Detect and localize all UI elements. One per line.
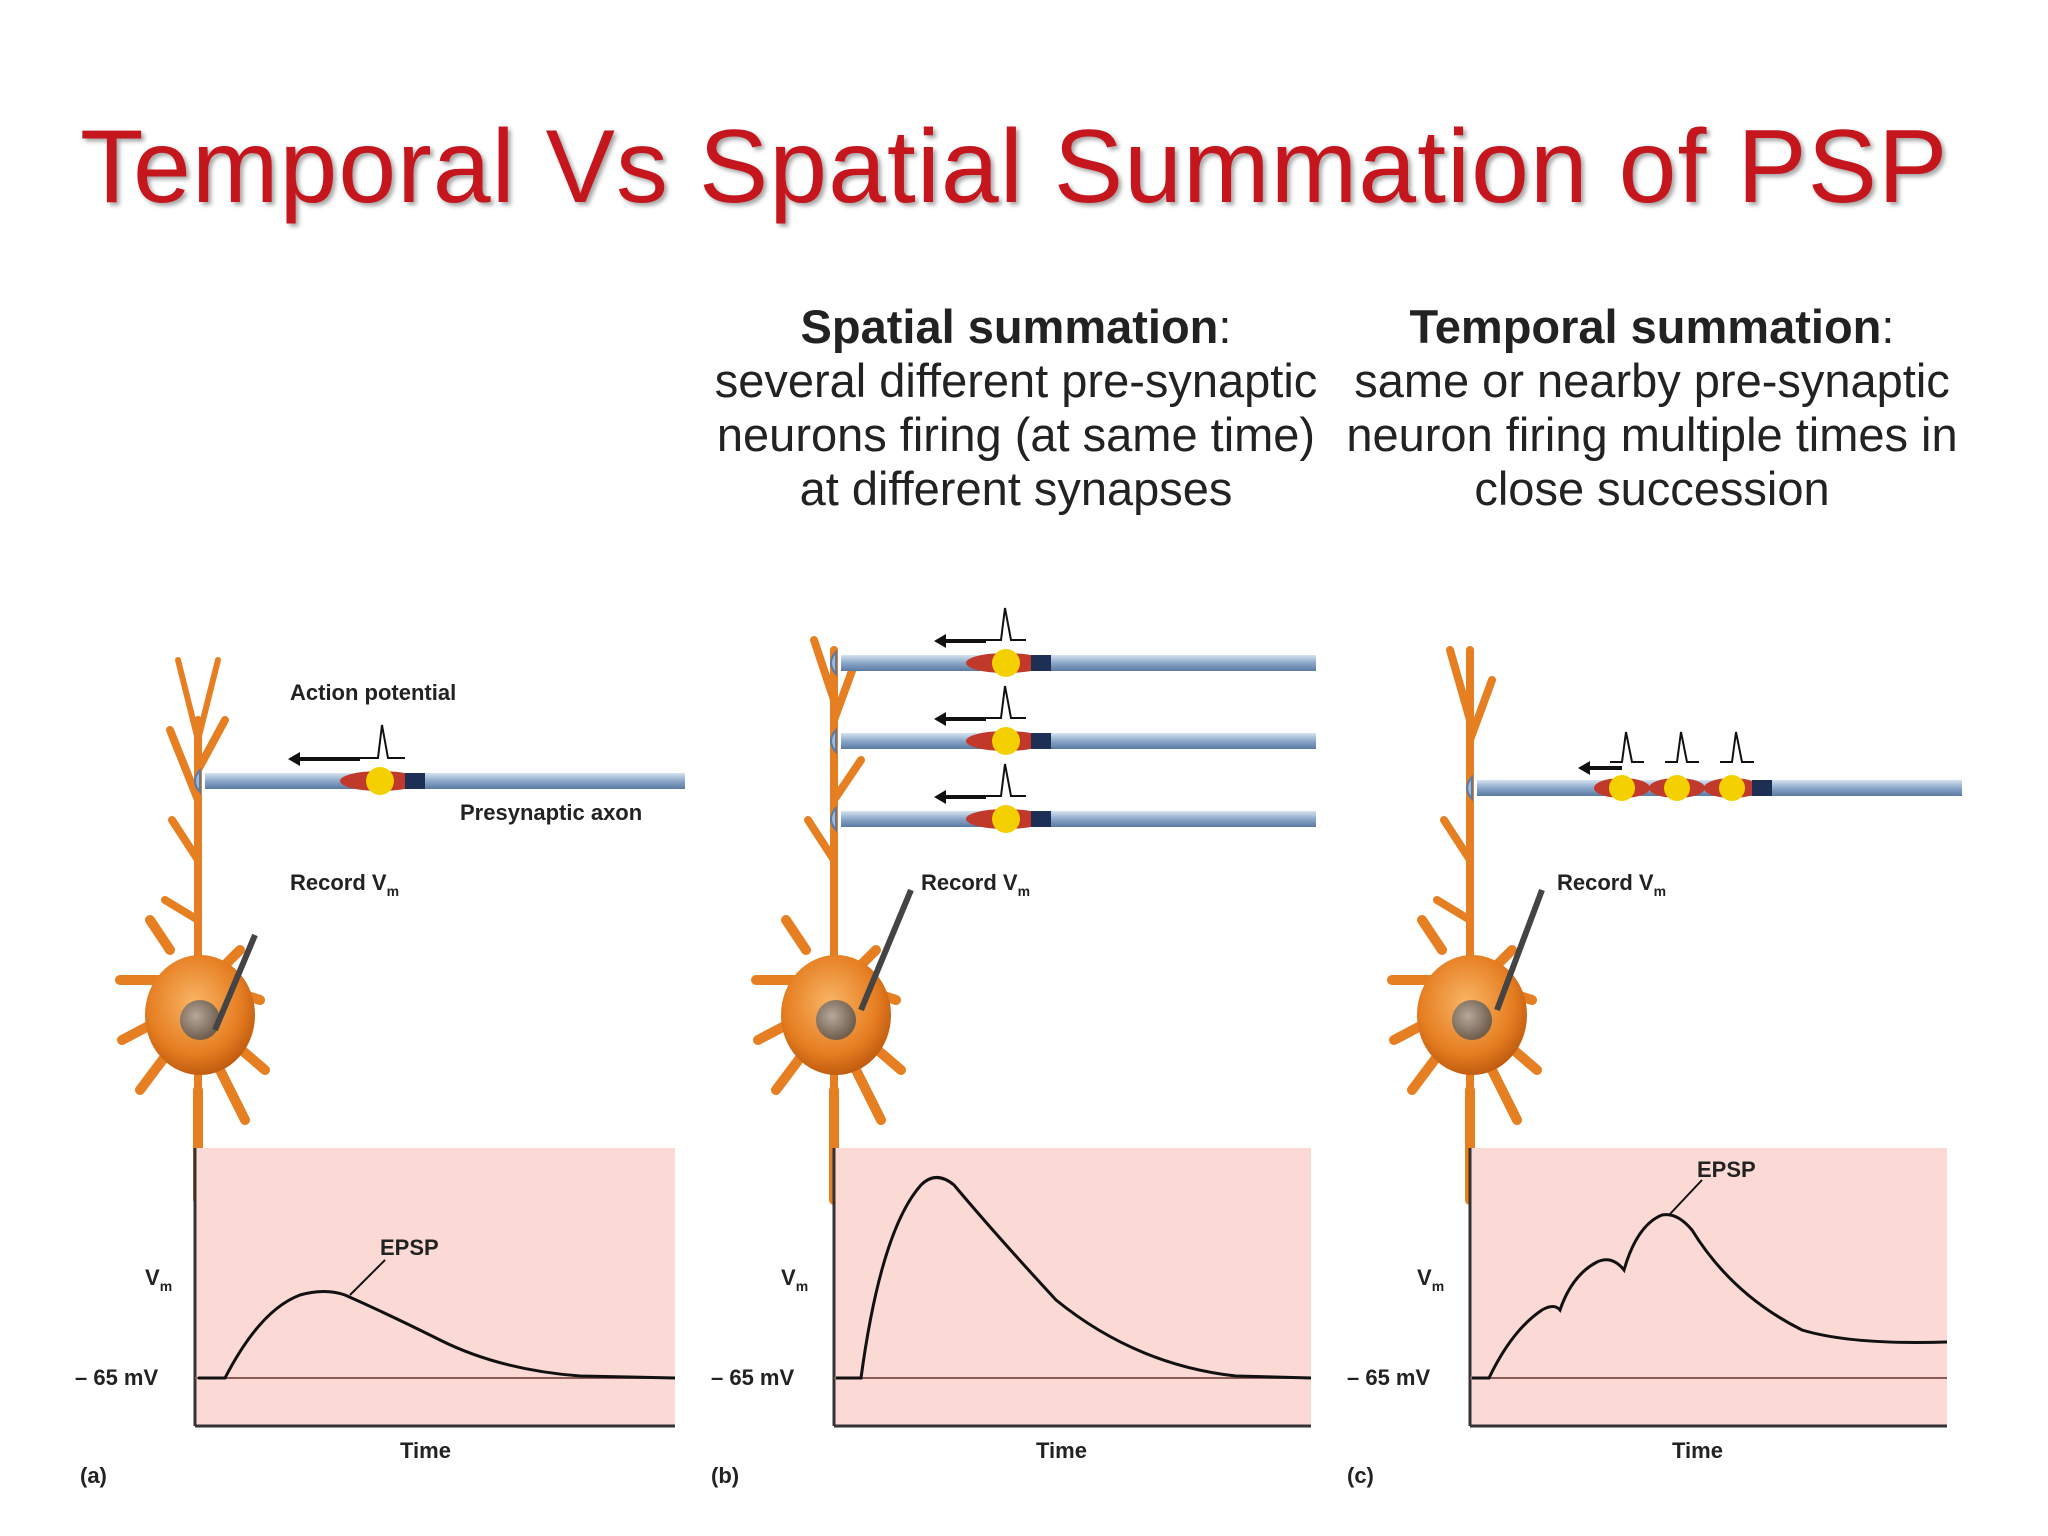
record-vm-label: Record Vm [921,870,1030,899]
time-axis-label: Time [1036,1438,1087,1463]
vm-axis-label: Vm [145,1265,172,1294]
epsp-graph-c [1470,1148,1947,1426]
epsp-label: EPSP [380,1235,439,1260]
panel-letter: (b) [711,1463,739,1488]
record-vm-label: Record Vm [290,870,399,899]
epsp-label: EPSP [1697,1157,1756,1182]
axon-1 [831,608,1316,677]
panel-a: Action potential Presynaptic axon Record… [60,300,700,1530]
slide-title: Temporal Vs Spatial Summation of PSP [80,108,1980,227]
panel-b: Spatial summation: several different pre… [696,300,1336,1530]
vm-axis-label: Vm [1417,1265,1444,1294]
action-potential-label: Action potential [290,680,456,705]
presynaptic-axons [831,608,1316,833]
epsp-graph-b [834,1148,1311,1426]
panel-b-diagram: Record Vm Vm – 65 mV Time (b) [696,300,1336,1530]
panel-letter: (a) [80,1463,107,1488]
postsynaptic-neuron [1392,650,1542,1200]
postsynaptic-neuron [756,640,911,1200]
time-axis-label: Time [1672,1438,1723,1463]
baseline-label: – 65 mV [1347,1365,1430,1390]
panel-letter: (c) [1347,1463,1374,1488]
record-vm-label: Record Vm [1557,870,1666,899]
baseline-label: – 65 mV [75,1365,158,1390]
presynaptic-axon [195,725,685,795]
time-axis-label: Time [400,1438,451,1463]
presynaptic-axon [1467,732,1962,801]
epsp-graph-a [195,1148,675,1426]
panel-c-diagram: Record Vm EPSP Vm – 65 mV Time (c) [1332,300,1972,1530]
presynaptic-axon-label: Presynaptic axon [460,800,642,825]
axon-3 [831,764,1316,833]
baseline-label: – 65 mV [711,1365,794,1390]
panel-a-diagram: Action potential Presynaptic axon Record… [60,300,700,1530]
postsynaptic-neuron [120,660,265,1200]
panel-c: Temporal summation: same or nearby pre-s… [1332,300,1972,1530]
vm-axis-label: Vm [781,1265,808,1294]
axon-2 [831,686,1316,755]
